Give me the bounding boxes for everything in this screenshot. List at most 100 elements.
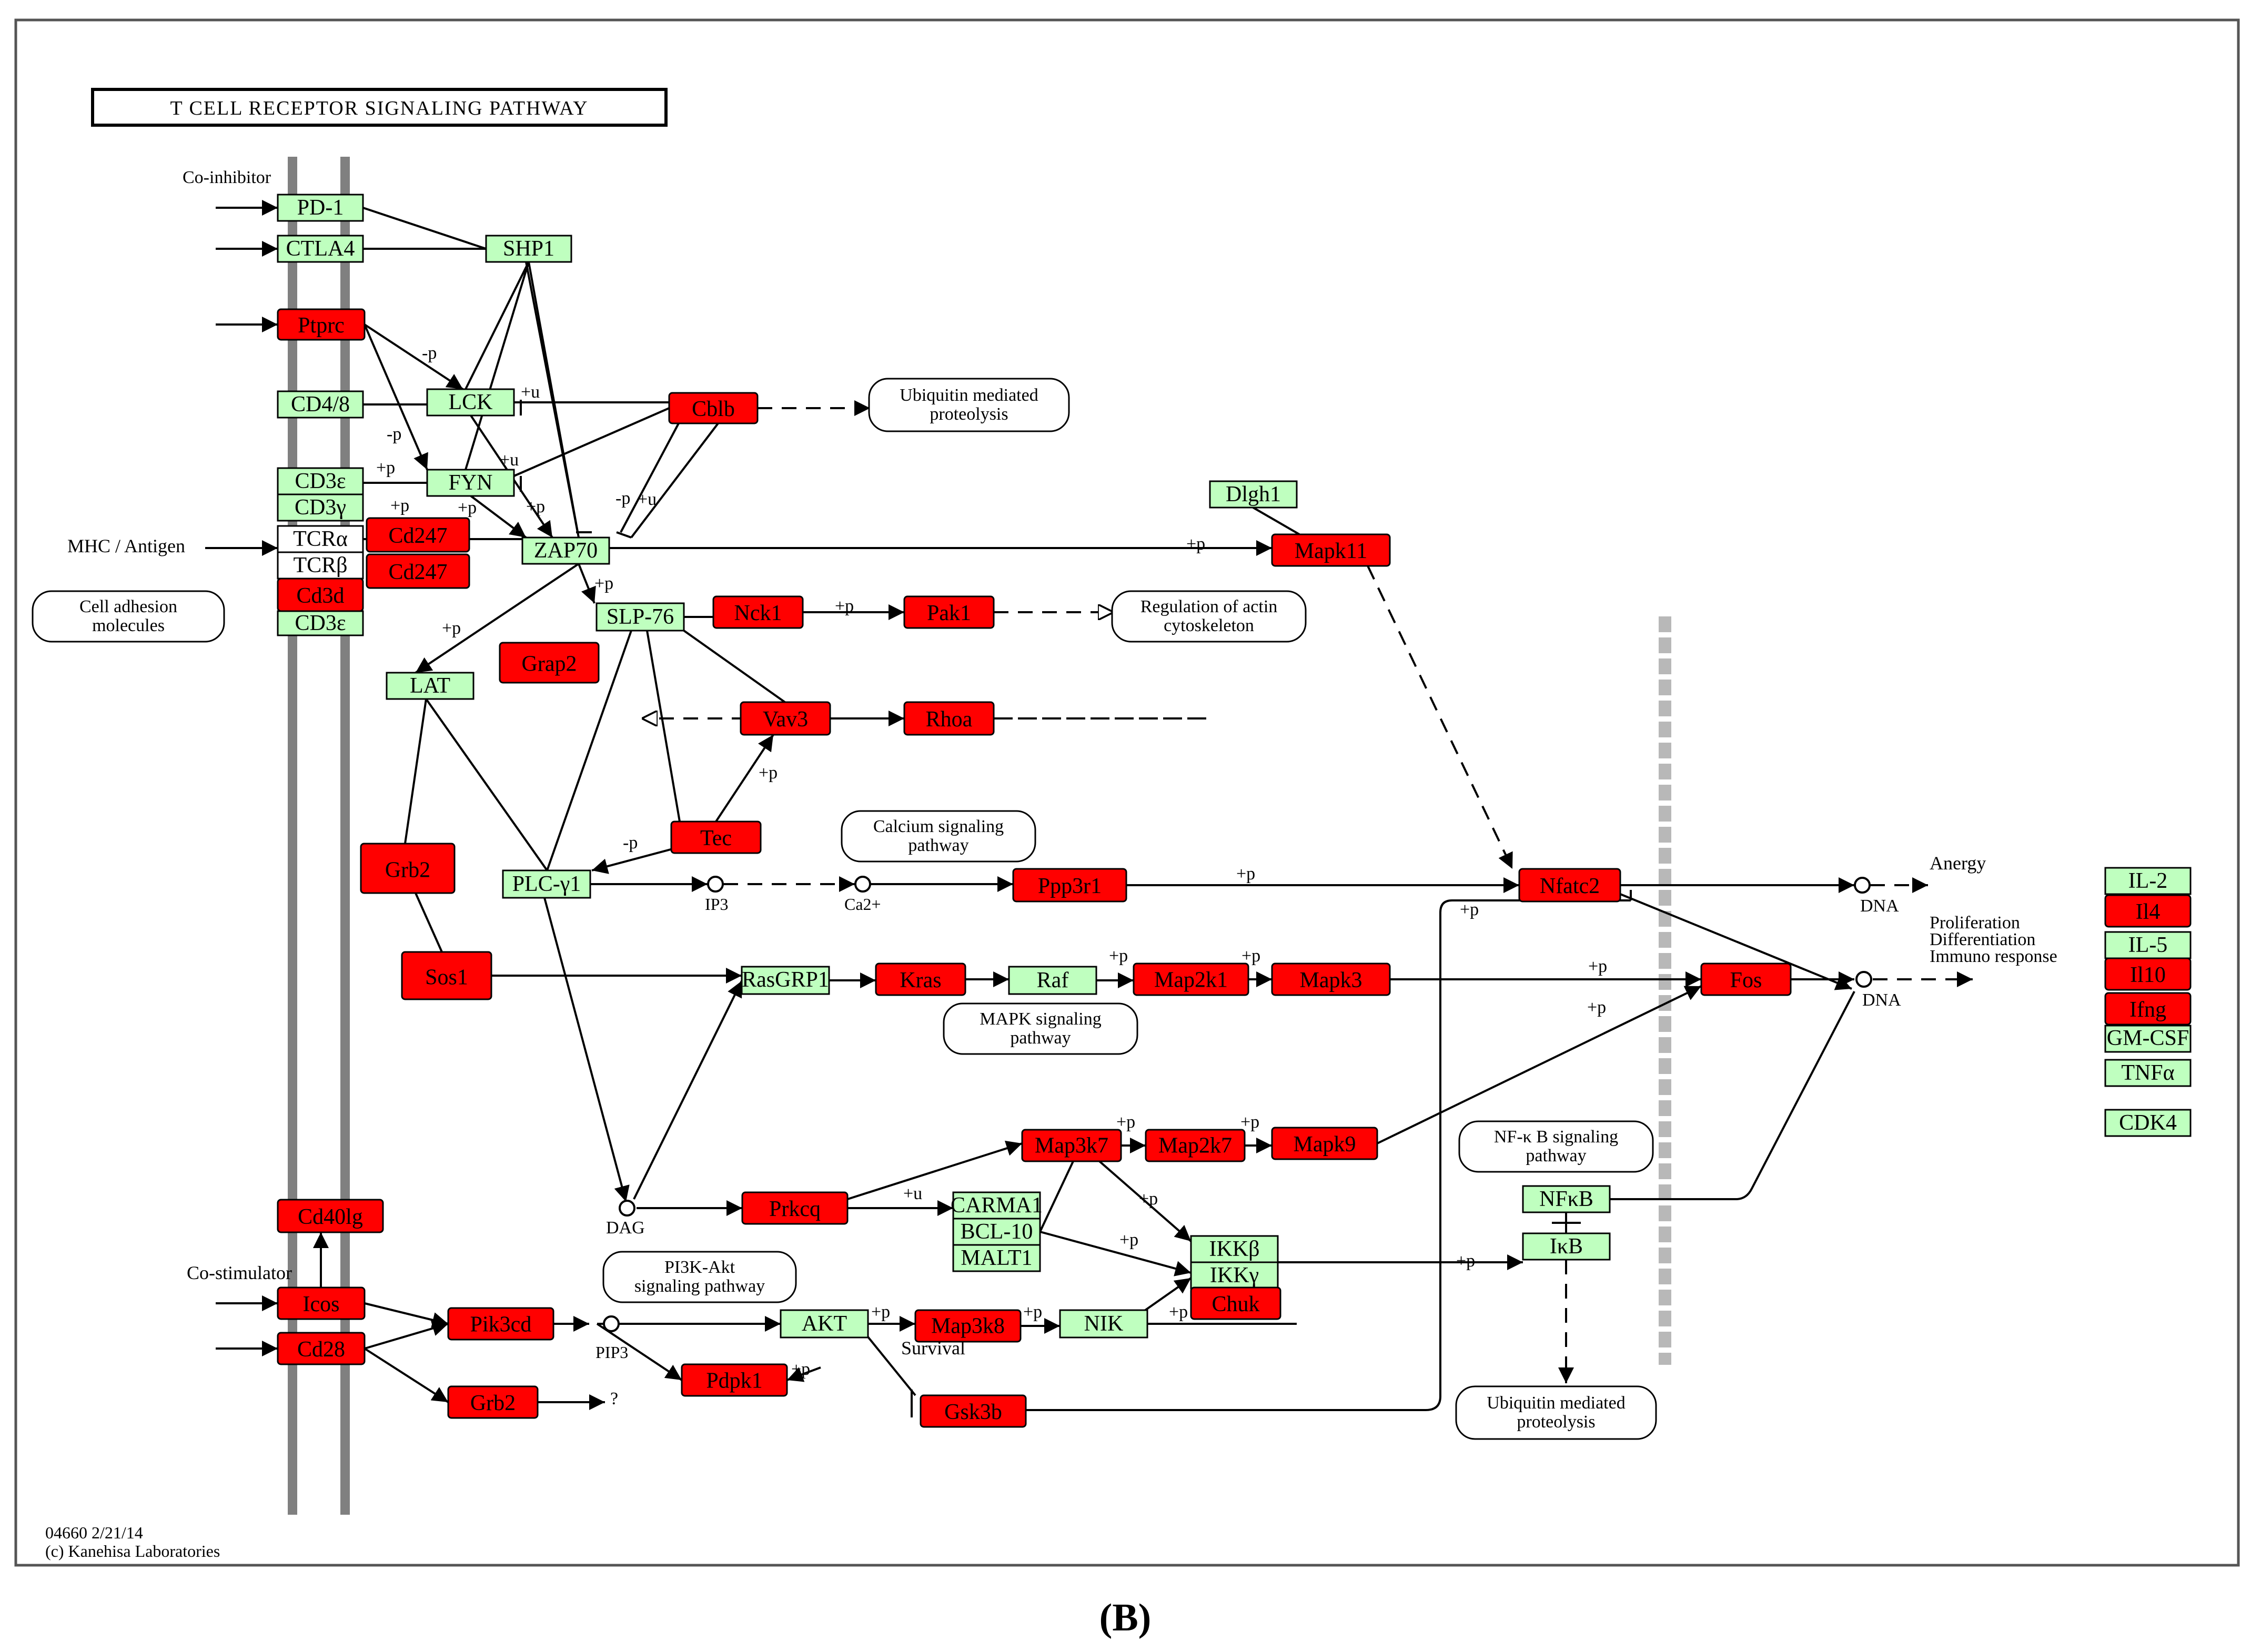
pathway-label-line: Ubiquitin mediated	[1487, 1393, 1625, 1413]
gene-zap70[interactable]: ZAP70	[521, 536, 610, 565]
gene-nik[interactable]: NIK	[1059, 1309, 1148, 1339]
gene-label: IKKγ	[1210, 1263, 1259, 1288]
gene-cd48[interactable]: CD4/8	[277, 390, 364, 419]
modification-label: +p	[442, 619, 461, 638]
gene-ikky[interactable]: IKKγ	[1190, 1261, 1279, 1290]
gene-ctla4[interactable]: CTLA4	[277, 235, 364, 263]
gene-bcl10[interactable]: BCL-10	[952, 1218, 1041, 1246]
gene-label: TNFα	[2121, 1061, 2174, 1085]
gene-il10[interactable]: Il10	[2104, 957, 2192, 991]
gene-lat[interactable]: LAT	[386, 672, 475, 700]
gene-label: SLP-76	[607, 605, 674, 629]
gene-vav3[interactable]: Vav3	[740, 701, 831, 736]
gene-slp76[interactable]: SLP-76	[595, 602, 685, 632]
gene-cd3e1[interactable]: CD3ε	[277, 467, 364, 495]
gene-box	[277, 610, 364, 636]
gene-map3k7[interactable]: Map3k7	[1021, 1129, 1122, 1162]
gene-chuk[interactable]: Chuk	[1190, 1286, 1281, 1320]
gene-mapk9[interactable]: Mapk9	[1271, 1127, 1378, 1160]
edge-76	[596, 1323, 683, 1381]
gene-shp1[interactable]: SHP1	[485, 235, 572, 263]
gene-fyn[interactable]: FYN	[426, 469, 515, 497]
gene-cd247a[interactable]: Cd247	[366, 517, 470, 553]
gene-malt1[interactable]: MALT1	[952, 1244, 1041, 1272]
gene-cd3d[interactable]: Cd3d	[277, 577, 364, 612]
gene-tnfa[interactable]: TNFα	[2104, 1059, 2192, 1087]
modification-label: +p	[458, 498, 477, 518]
gene-ikkb[interactable]: IKKβ	[1190, 1235, 1279, 1263]
gene-rasgrp1[interactable]: RasGRP1	[741, 966, 830, 995]
gene-mapk11[interactable]: Mapk11	[1271, 533, 1391, 567]
gene-grap2[interactable]: Grap2	[499, 642, 600, 684]
gene-fos[interactable]: Fos	[1700, 962, 1792, 996]
gene-pdpk1[interactable]: Pdpk1	[681, 1363, 788, 1397]
gene-label: RasGRP1	[742, 968, 829, 992]
gene-cblb[interactable]: Cblb	[668, 392, 759, 424]
gene-tcrb[interactable]: TCRβ	[277, 551, 364, 580]
gene-prkcq[interactable]: Prkcq	[741, 1191, 849, 1225]
gene-box	[447, 1385, 539, 1419]
gene-ppp3r1[interactable]: Ppp3r1	[1012, 868, 1127, 903]
gene-cd40lg[interactable]: Cd40lg	[277, 1199, 384, 1233]
gene-map2k7[interactable]: Map2k7	[1145, 1129, 1246, 1162]
gene-ptprc[interactable]: Ptprc	[277, 308, 366, 341]
gene-label: Map3k7	[1035, 1134, 1108, 1158]
footer-copyright: (c) Kanehisa Laboratories	[45, 1542, 220, 1560]
gene-lck[interactable]: LCK	[426, 388, 515, 417]
gene-map3k8[interactable]: Map3k8	[914, 1309, 1022, 1343]
gene-box	[277, 1199, 384, 1233]
gene-raf[interactable]: Raf	[1008, 966, 1097, 995]
gene-il5[interactable]: IL-5	[2104, 931, 2192, 959]
gene-cdk4[interactable]: CDK4	[2104, 1109, 2192, 1137]
gene-cd28[interactable]: Cd28	[277, 1332, 366, 1365]
gene-cd247b[interactable]: Cd247	[366, 553, 470, 589]
edge-34	[404, 698, 427, 844]
gene-dlgh1[interactable]: Dlgh1	[1209, 480, 1298, 509]
gene-carma1[interactable]: CARMA1	[951, 1191, 1043, 1220]
gene-rhoa[interactable]: Rhoa	[903, 701, 995, 736]
gene-nfkb[interactable]: NFκB	[1522, 1185, 1611, 1213]
gene-sos1[interactable]: Sos1	[401, 951, 492, 1000]
gene-nfatc2[interactable]: Nfatc2	[1518, 868, 1621, 903]
pathway-box	[943, 1002, 1138, 1055]
gene-map2k1[interactable]: Map2k1	[1133, 962, 1249, 996]
gene-tcra[interactable]: TCRα	[277, 525, 364, 553]
gene-label: LAT	[410, 674, 450, 698]
gene-il4[interactable]: Il4	[2104, 894, 2192, 928]
gene-pd1[interactable]: PD-1	[277, 194, 364, 222]
gene-cd3e2[interactable]: CD3ε	[277, 610, 364, 636]
gene-pik3cd[interactable]: Pik3cd	[447, 1307, 554, 1341]
gene-gmcsf[interactable]: GM-CSF	[2104, 1025, 2192, 1053]
gene-label: Grb2	[385, 858, 430, 882]
gene-akt[interactable]: AKT	[780, 1309, 869, 1339]
gene-gsk3b[interactable]: Gsk3b	[920, 1394, 1027, 1428]
gene-cd3y[interactable]: CD3γ	[277, 493, 364, 522]
gene-il2[interactable]: IL-2	[2104, 867, 2192, 895]
gene-kras[interactable]: Kras	[875, 962, 966, 996]
gene-icos[interactable]: Icos	[277, 1286, 366, 1320]
gene-ifng[interactable]: Ifng	[2104, 992, 2192, 1026]
gene-box	[277, 390, 364, 419]
gene-tec[interactable]: Tec	[670, 820, 762, 854]
gene-pak1[interactable]: Pak1	[903, 595, 995, 629]
gene-grb2b[interactable]: Grb2	[447, 1385, 539, 1419]
label-dna1: DNA	[1860, 896, 1899, 916]
gene-mapk3[interactable]: Mapk3	[1271, 962, 1391, 996]
gene-label: PD-1	[297, 196, 344, 220]
gene-grb2a[interactable]: Grb2	[360, 843, 456, 894]
gene-box	[2104, 931, 2192, 959]
modification-label: +p	[1116, 1112, 1135, 1132]
gene-ikb[interactable]: IκB	[1522, 1232, 1611, 1261]
gene-box	[1700, 962, 1792, 996]
gene-nck1[interactable]: Nck1	[712, 595, 804, 629]
gene-plcy1[interactable]: PLC-γ1	[502, 869, 591, 899]
edge-8	[364, 323, 464, 390]
